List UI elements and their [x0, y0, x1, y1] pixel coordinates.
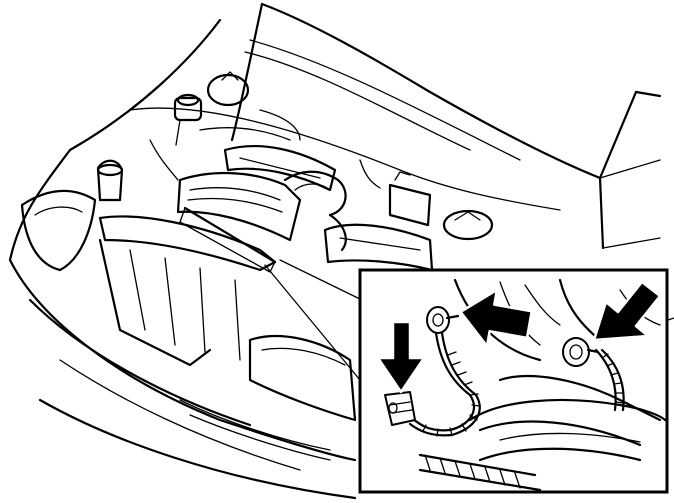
- arrow-down: [376, 320, 426, 394]
- arrow-left: [459, 288, 533, 348]
- leader-tick: [667, 317, 674, 321]
- callout-detail: [376, 278, 667, 492]
- car-body: [8, 2, 662, 500]
- sensor-connector: [384, 391, 416, 426]
- knock-sensor-1: [408, 306, 481, 437]
- ring-gear: [418, 453, 542, 492]
- knock-sensor-2: [562, 337, 625, 412]
- arrow-diagonal: [592, 280, 662, 342]
